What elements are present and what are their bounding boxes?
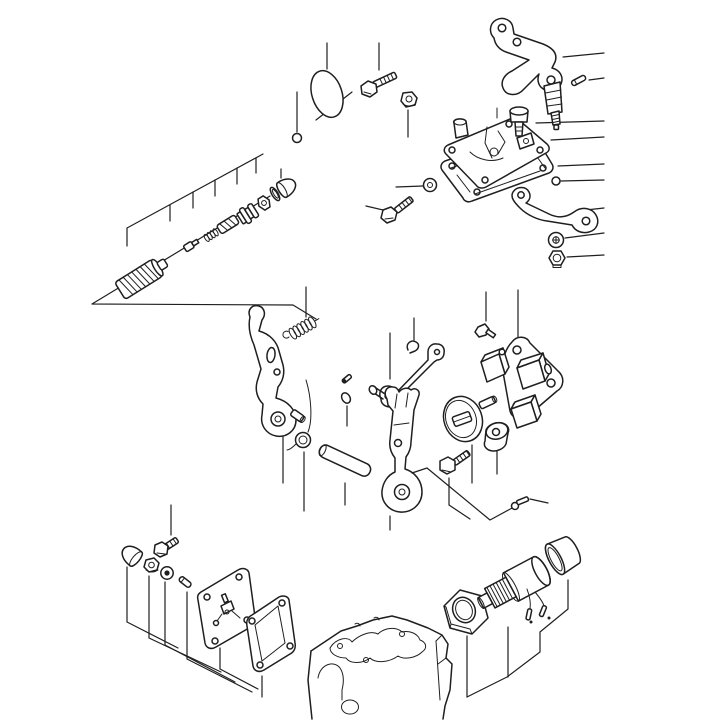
flyweight-assembly: set-screw flyweight-plate flyweight-uppe… xyxy=(411,289,564,521)
hex-nut: hex-nut xyxy=(548,250,566,268)
wire-terminal: wire-terminal xyxy=(510,496,549,511)
steel-ball-small: steel-ball-small xyxy=(291,91,303,144)
hex-bolt: hex-bolt xyxy=(360,42,398,98)
delivery-valve-assembly: knurled-adjusting-screw stepped-pin smal… xyxy=(91,42,353,320)
leader-line xyxy=(448,477,471,520)
side-cover-plate: side-cover-plate xyxy=(196,567,256,650)
solenoid-cap-ring: solenoid-cap-ring xyxy=(544,536,582,576)
solenoid-nut: solenoid-nut xyxy=(443,589,489,635)
governor-spring: governor-spring xyxy=(282,286,320,340)
small-oval-pin: small-oval-pin xyxy=(340,392,352,427)
callout-ladder-bottom-left xyxy=(126,504,263,698)
pivot-rod: pivot-rod xyxy=(318,444,372,506)
cotter-clip: cotter-clip xyxy=(341,373,353,384)
hex-bolt-4: hex-bolt-4 xyxy=(153,537,180,558)
stop-lever: stop-lever xyxy=(489,17,563,96)
dome-cap: dome-cap xyxy=(275,178,297,199)
o-ring-large: o-ring-large xyxy=(310,42,353,121)
dowel-pin: dowel-pin xyxy=(178,576,192,588)
steel-ball: steel-ball xyxy=(551,176,561,186)
stop-solenoid-group: crankcase-block solenoid-nut stop-soleno xyxy=(307,536,582,720)
flyweight-upper: flyweight-upper xyxy=(480,347,510,383)
governor-lever-group: governor-spring governor-lever torsion-s… xyxy=(248,286,445,531)
hex-bolt-2: hex-bolt-2 xyxy=(365,196,414,224)
small-spring: small-spring xyxy=(203,228,219,242)
splined-shaft: splined-shaft xyxy=(543,81,563,131)
grooved-valve-holder: grooved-valve-holder xyxy=(236,203,260,225)
o-ring-small: o-ring-small xyxy=(269,186,281,202)
stop-solenoid: stop-solenoid xyxy=(477,555,551,624)
callout-ladder-bottom-right xyxy=(466,579,569,698)
callout-ticks xyxy=(169,157,282,222)
small-pin: small-pin xyxy=(570,74,587,87)
delivery-valve: delivery-valve xyxy=(216,214,240,235)
wire-clip: wire-clip xyxy=(406,317,420,354)
knurled-adjusting-screw: knurled-adjusting-screw xyxy=(115,258,169,300)
speed-control-plate-group: hex-bolt flange-nut stop-lever splined-s… xyxy=(360,17,605,268)
callout-ladder-middle xyxy=(411,467,515,521)
speed-control-plate: speed-control-plate xyxy=(443,107,550,189)
set-screw: set-screw xyxy=(474,291,497,339)
side-cover-gasket: side-cover-gasket xyxy=(246,595,296,673)
side-cover-group: dome-cup hex-bolt-4 flange-nut-2 washer-… xyxy=(121,504,296,698)
link-arm: link-arm xyxy=(511,186,599,234)
leader-line xyxy=(395,185,424,188)
roller-bushing: roller-bushing xyxy=(483,421,510,475)
washer-nut: washer-nut xyxy=(160,566,174,580)
governor-lever: governor-lever xyxy=(248,304,306,484)
crankcase-block: crankcase-block xyxy=(307,615,453,720)
flange-nut: flange-nut xyxy=(400,91,418,138)
flyweight-lower: flyweight-lower xyxy=(510,394,542,429)
assembly-axis-line xyxy=(91,195,317,320)
hex-bolt-3: hex-bolt-3 xyxy=(439,450,471,520)
leader-line xyxy=(365,205,384,211)
flange-nut-2: flange-nut-2 xyxy=(143,557,160,573)
flyweight-center: flyweight-center xyxy=(516,352,553,390)
stepped-pin: stepped-pin xyxy=(182,238,200,253)
fork-lever: fork-lever xyxy=(368,384,423,531)
washer-screw: washer-screw xyxy=(547,231,565,249)
governor-disc: governor-disc xyxy=(442,395,498,484)
round-washer: round-washer xyxy=(395,177,438,193)
cover-bolt: cover-bolt xyxy=(509,106,529,137)
dome-cup: dome-cup xyxy=(121,545,144,567)
callout-bracket xyxy=(126,153,264,247)
torsion-spring: torsion-spring xyxy=(286,379,312,512)
hex-washer: hex-washer xyxy=(257,195,271,211)
